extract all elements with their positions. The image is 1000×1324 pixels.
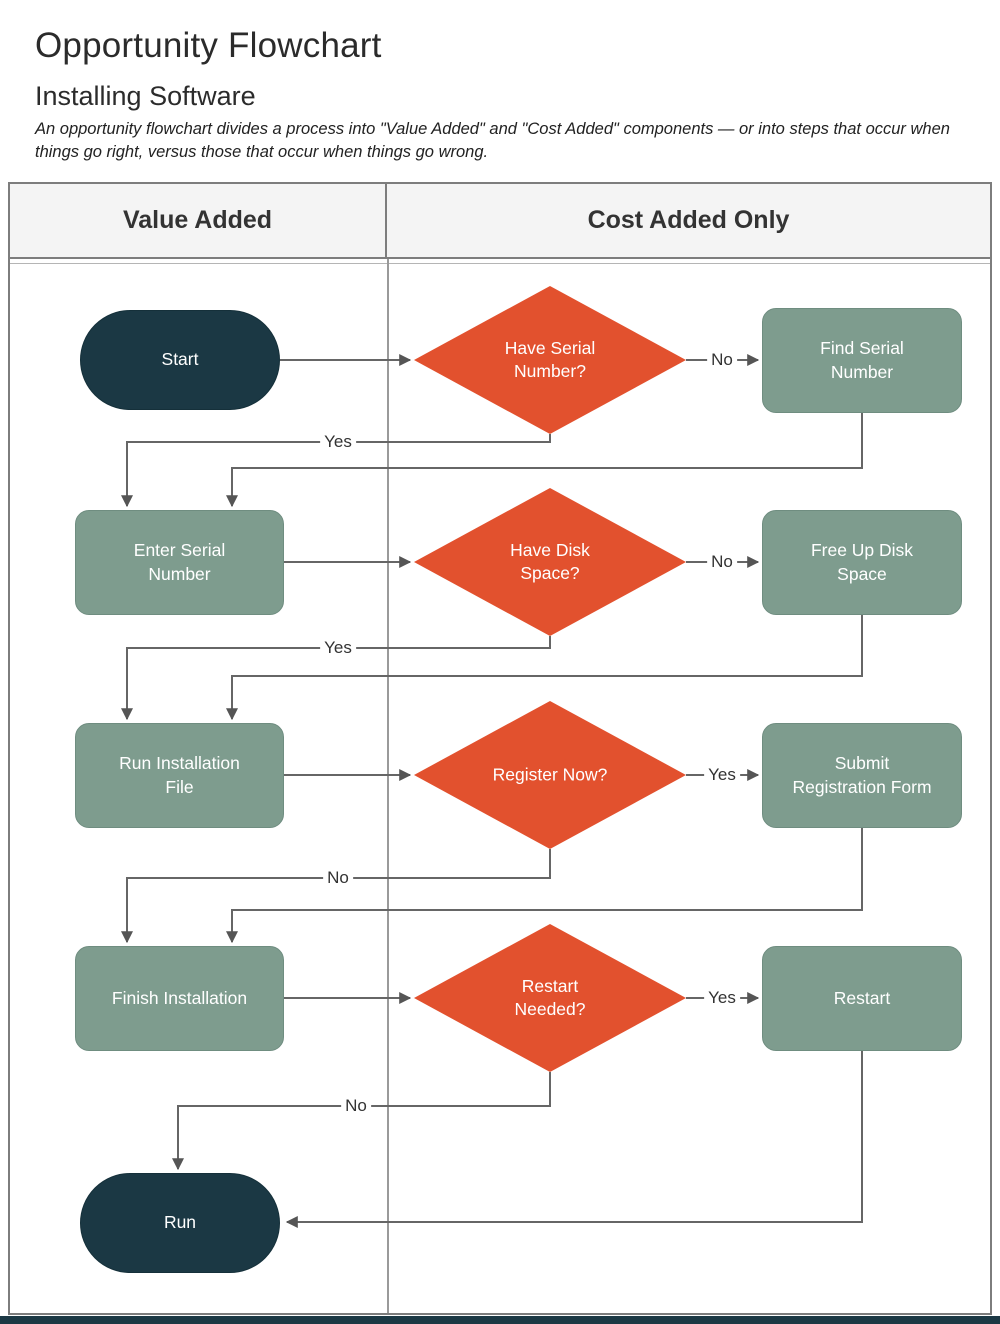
bottom-bar — [0, 1316, 1000, 1324]
edge-label-have-disk-no: No — [707, 552, 737, 572]
process-find-serial-number: Find Serial Number — [762, 308, 962, 413]
page-title: Opportunity Flowchart — [35, 26, 382, 65]
edge-label-restart-needed-yes: Yes — [704, 988, 740, 1008]
edge-label-have-serial-no: No — [707, 350, 737, 370]
swimlane-header-row: Value Added Cost Added Only — [10, 184, 990, 259]
decision-restart-needed-label: Restart Needed? — [514, 975, 586, 1019]
decision-have-serial-number-label: Have Serial Number? — [504, 337, 596, 381]
start-node: Start — [80, 310, 280, 410]
decision-register-now-label: Register Now? — [492, 764, 608, 785]
column-header-cost-added-only: Cost Added Only — [587, 206, 790, 234]
edge-label-restart-needed-no: No — [341, 1096, 371, 1116]
process-free-up-disk-space: Free Up Disk Space — [762, 510, 962, 615]
decision-have-disk-space-label: Have Disk Space? — [510, 539, 590, 583]
column-header-value-added: Value Added — [10, 184, 387, 257]
page-header: Opportunity Flowchart Installing Softwar… — [35, 26, 970, 163]
process-enter-serial-number: Enter Serial Number — [75, 510, 284, 615]
process-finish-installation: Finish Installation — [75, 946, 284, 1051]
page-subtitle: Installing Software — [35, 81, 256, 112]
edge-label-register-now-no: No — [323, 868, 353, 888]
run-node: Run — [80, 1173, 280, 1273]
process-submit-registration-form: Submit Registration Form — [762, 723, 962, 828]
edge-label-register-now-yes: Yes — [704, 765, 740, 785]
edge-label-have-serial-yes: Yes — [320, 432, 356, 452]
process-restart: Restart — [762, 946, 962, 1051]
page-description: An opportunity flowchart divides a proce… — [35, 120, 950, 161]
header-hairline — [10, 263, 990, 264]
column-divider — [387, 259, 389, 1313]
process-run-installation-file: Run Installation File — [75, 723, 284, 828]
edge-label-have-disk-yes: Yes — [320, 638, 356, 658]
